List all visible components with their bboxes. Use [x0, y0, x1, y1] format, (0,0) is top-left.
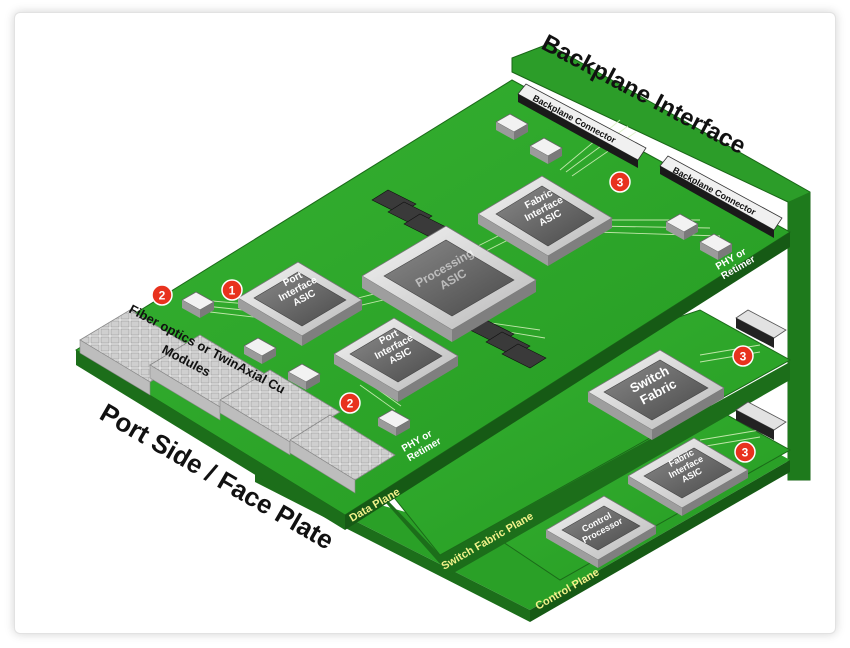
backplane-plugs-lower — [735, 309, 787, 440]
module-cages — [79, 309, 396, 494]
phy-chip-bottom — [377, 409, 411, 436]
phy-chip-mid-1 — [243, 337, 277, 364]
badge-1: 1 — [221, 279, 243, 301]
svg-text:3: 3 — [740, 350, 747, 364]
backplane — [511, 43, 811, 481]
phy-chip-right-1 — [665, 213, 699, 240]
port-interface-asic-1 — [237, 261, 363, 346]
backplane-connector-2 — [659, 155, 783, 238]
svg-text:3: 3 — [742, 446, 749, 460]
phy-chip-right-2 — [699, 233, 733, 260]
processing-asic — [361, 225, 537, 342]
fabric-interface-asic-top — [477, 175, 613, 266]
svg-text:3: 3 — [617, 176, 624, 190]
badge-2-left: 2 — [151, 284, 173, 306]
phy-chip-top-left — [181, 291, 215, 318]
badge-2-bottom: 2 — [339, 392, 361, 414]
fabric-interface-asic-bottom — [627, 437, 749, 516]
svg-text:2: 2 — [347, 397, 354, 411]
phy-chip-top-right-2 — [529, 137, 563, 164]
backplane-connector-1 — [517, 83, 647, 168]
port-interface-asic-2 — [333, 317, 459, 402]
badge-3-middle: 3 — [732, 345, 754, 367]
badge-3-top: 3 — [609, 171, 631, 193]
badge-3-bottom: 3 — [734, 441, 756, 463]
switch-fabric-chip — [587, 349, 725, 440]
svg-text:1: 1 — [229, 284, 236, 298]
small-chips — [181, 113, 733, 436]
phy-chip-mid-2 — [287, 363, 321, 390]
phy-chip-top-right-1 — [495, 113, 529, 140]
svg-text:2: 2 — [159, 289, 166, 303]
control-processor — [545, 495, 657, 568]
